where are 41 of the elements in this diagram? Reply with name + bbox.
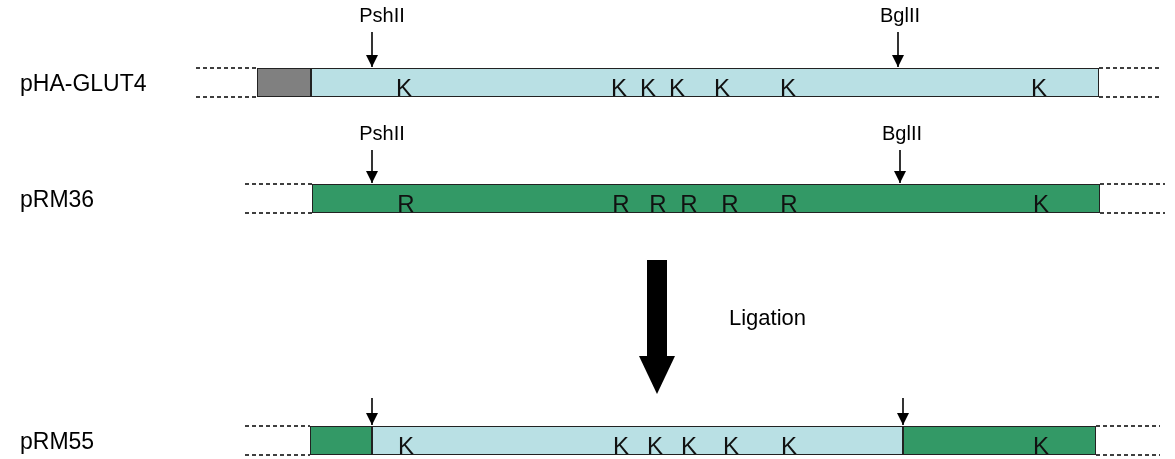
cut-site-arrow	[894, 149, 906, 184]
restriction-site-label: PshII	[342, 120, 422, 150]
residue-letter: K	[669, 76, 685, 100]
residue-letter: R	[680, 192, 698, 216]
residue-letter: K	[398, 434, 414, 458]
residue-letter: K	[1033, 192, 1049, 216]
plasmid-name: pRM36	[20, 186, 95, 212]
restriction-site-label: PshII	[342, 2, 422, 32]
residue-letter: K	[1031, 76, 1047, 100]
residue-letter: R	[721, 192, 739, 216]
residue-letter: K	[1033, 434, 1049, 458]
cut-site-arrow	[366, 31, 378, 68]
restriction-site-label: BglII	[860, 2, 940, 32]
dna-segment-bar	[310, 426, 372, 455]
residue-letter: K	[714, 76, 730, 100]
residue-letter: K	[640, 76, 656, 100]
dna-segment-bar	[372, 426, 903, 455]
residue-letter: R	[612, 192, 630, 216]
residue-letter: K	[723, 434, 739, 458]
residue-letter: K	[780, 76, 796, 100]
residue-letter: K	[781, 434, 797, 458]
residue-letter: K	[613, 434, 629, 458]
residue-letter: K	[681, 434, 697, 458]
restriction-site-label: BglII	[862, 120, 942, 150]
residue-letter: R	[649, 192, 667, 216]
dna-segment-bar	[311, 68, 1099, 97]
cut-site-arrow	[892, 31, 904, 68]
plasmid-name: pRM55	[20, 428, 95, 454]
cut-site-arrow	[366, 397, 378, 426]
process-arrow	[639, 260, 675, 394]
residue-letter: R	[780, 192, 798, 216]
residue-letter: K	[647, 434, 663, 458]
residue-letter: K	[396, 76, 412, 100]
dna-segment-bar	[312, 184, 1100, 213]
cut-site-arrow	[366, 149, 378, 184]
plasmid-name: pHA-GLUT4	[20, 70, 147, 96]
dna-segment-bar	[903, 426, 1096, 455]
residue-letter: K	[611, 76, 627, 100]
residue-letter: R	[397, 192, 415, 216]
dna-segment-bar	[257, 68, 311, 97]
cut-site-arrow	[897, 397, 909, 426]
